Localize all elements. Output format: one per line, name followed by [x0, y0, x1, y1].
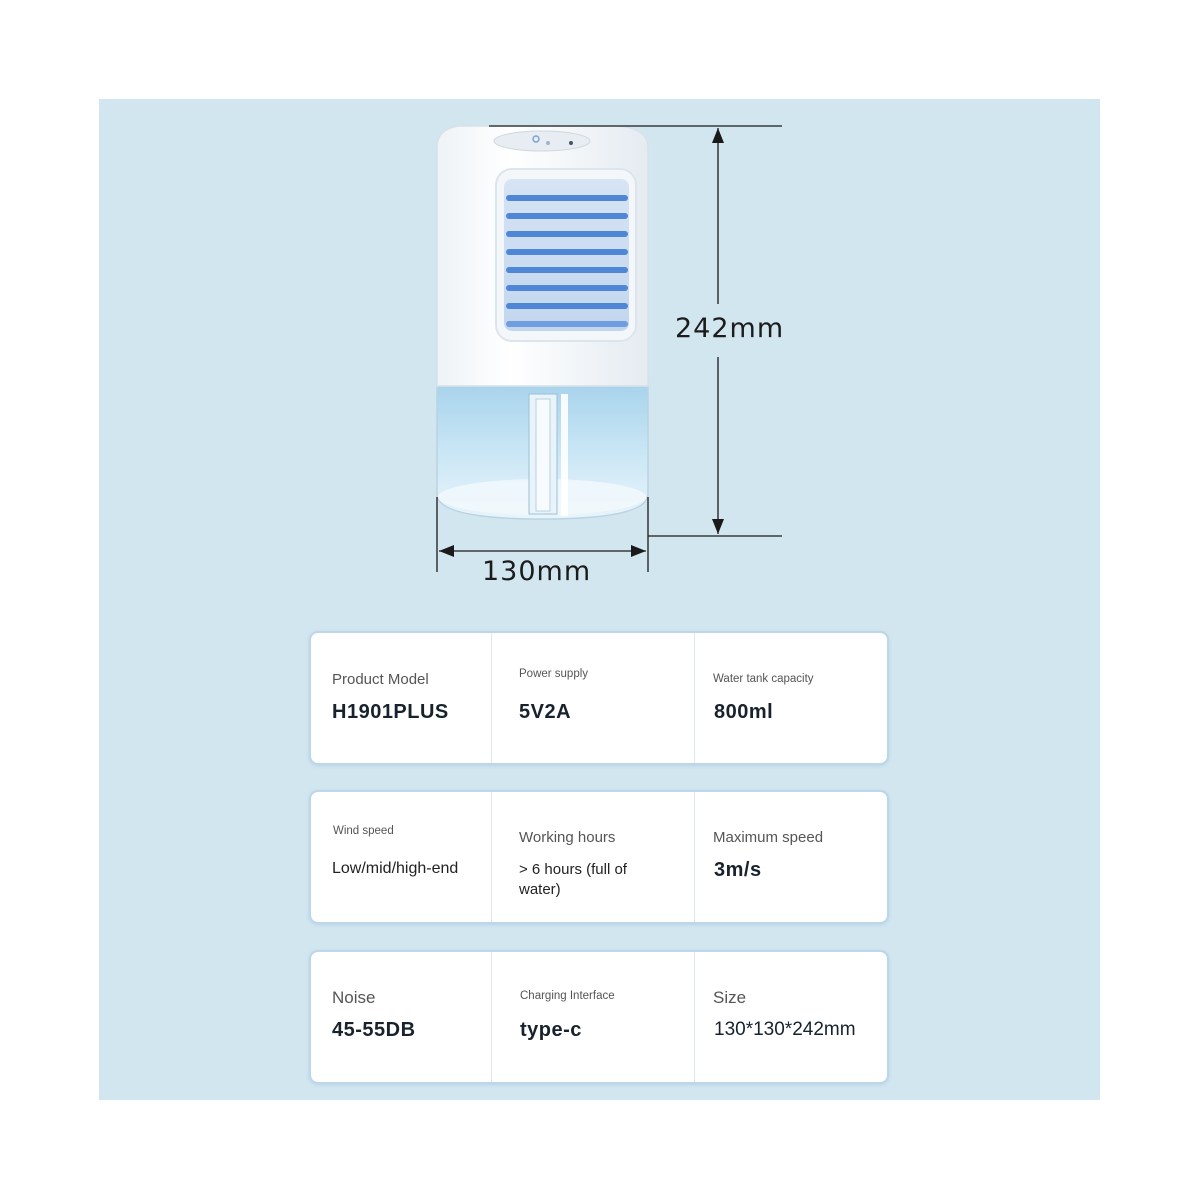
spec-label: Wind speed — [333, 825, 394, 837]
spec-cell-working-hours: Working hours > 6 hours (full of water) — [491, 792, 695, 922]
spec-card-row-3: Noise 45-55DB Charging Interface type-c … — [309, 950, 889, 1084]
louver-slats — [506, 195, 628, 327]
spec-value: 800ml — [714, 701, 774, 723]
height-dimension-line — [489, 125, 782, 537]
spec-label: Product Model — [332, 671, 429, 688]
spec-label: Power supply — [519, 668, 589, 680]
power-button-icon — [532, 135, 540, 143]
spec-card-row-1: Product Model H1901PLUS Power supply 5V2… — [309, 631, 889, 765]
spec-value: 5V2A — [519, 701, 572, 723]
spec-value: type-c — [520, 1019, 582, 1041]
width-dimension-line — [436, 497, 649, 572]
spec-card-row-2: Wind speed Low/mid/high-end Working hour… — [309, 790, 889, 924]
spec-cell-size: Size 130*130*242mm — [694, 952, 887, 1082]
spec-label: Maximum speed — [713, 829, 824, 846]
spec-cell-product-model: Product Model H1901PLUS — [311, 633, 491, 763]
spec-cell-noise: Noise 45-55DB — [311, 952, 491, 1082]
spec-label: Size — [713, 988, 747, 1007]
spec-value: 3m/s — [714, 859, 762, 881]
height-dimension-label: 242mm — [675, 313, 785, 344]
spec-label: Noise — [332, 988, 376, 1007]
spec-value: 130*130*242mm — [714, 1019, 856, 1040]
spec-value: 45-55DB — [332, 1019, 416, 1041]
spec-label: Water tank capacity — [713, 673, 814, 685]
spec-label: Working hours — [519, 829, 616, 846]
spec-value: Low/mid/high-end — [332, 860, 459, 877]
spec-value: > 6 hours (full of water) — [519, 861, 627, 898]
product-panel: 242mm 130mm Product Model H1901PLUS Powe… — [99, 99, 1100, 1100]
cooler-body — [436, 125, 649, 387]
width-dimension-label: 130mm — [482, 556, 592, 587]
air-cooler-illustration — [436, 125, 782, 572]
spec-cell-water-tank-capacity: Water tank capacity 800ml — [694, 633, 887, 763]
spec-cell-maximum-speed: Maximum speed 3m/s — [694, 792, 887, 922]
spec-value: H1901PLUS — [332, 701, 449, 723]
water-tank — [436, 383, 649, 520]
spec-cell-wind-speed: Wind speed Low/mid/high-end — [311, 792, 491, 922]
spec-cell-charging-interface: Charging Interface type-c — [491, 952, 695, 1082]
spec-label: Charging Interface — [520, 990, 615, 1002]
spec-cell-power-supply: Power supply 5V2A — [491, 633, 695, 763]
